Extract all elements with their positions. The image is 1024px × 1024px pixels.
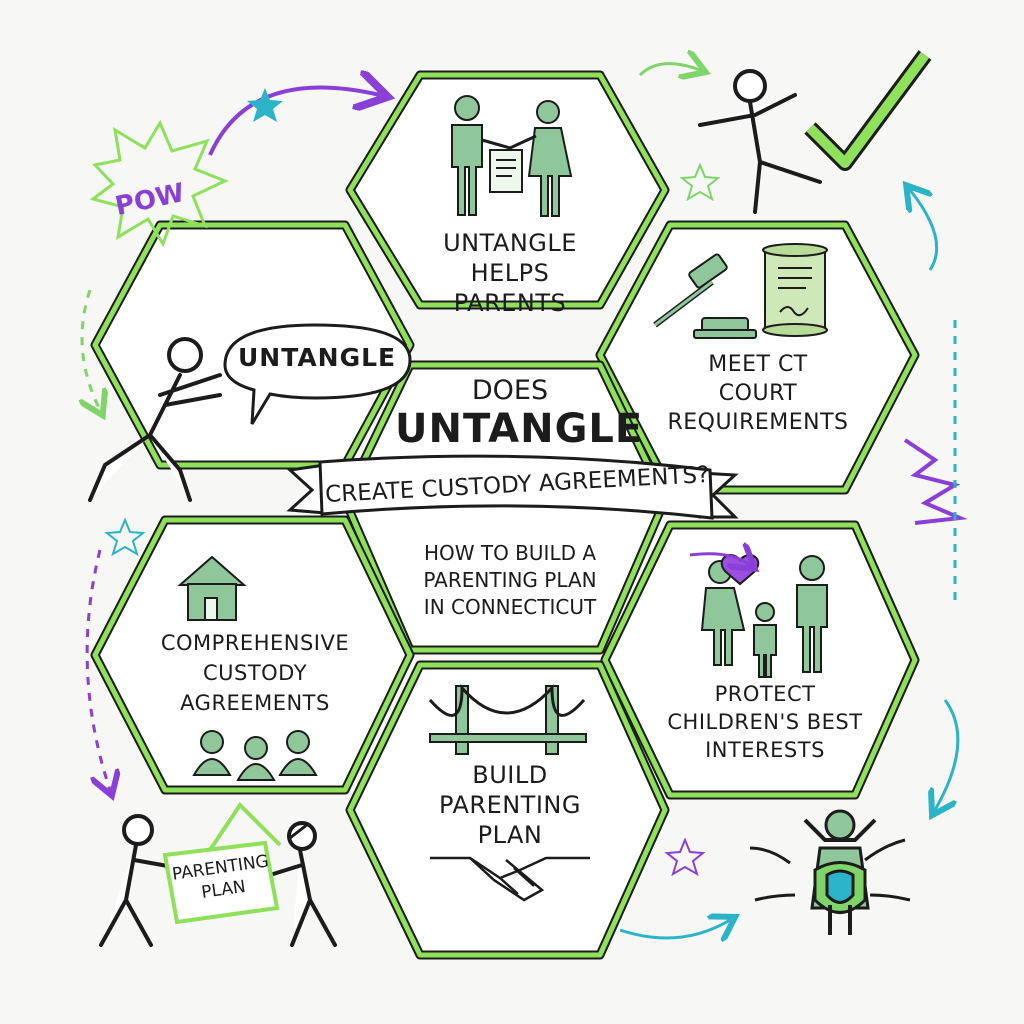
- hex-left-bottom-label: COMPREHENSIVE CUSTODY AGREEMENTS: [130, 628, 380, 718]
- banner-ribbon: [286, 454, 739, 520]
- bridge-icon: [428, 684, 587, 755]
- speech-bubble-label: UNTANGLE: [238, 343, 397, 372]
- parenting-plan-sign: [162, 801, 282, 925]
- carrying-figures: [99, 814, 337, 947]
- house-icon: [177, 555, 247, 621]
- hex-top-line: PARENTS: [453, 289, 567, 317]
- hex-top-line: UNTANGLE: [443, 229, 577, 257]
- hex-right-top-line: REQUIREMENTS: [667, 410, 849, 435]
- pow-burst: [89, 119, 229, 248]
- check-mark-icon: [804, 50, 932, 171]
- hex-right-bottom-line: PROTECT: [714, 682, 816, 706]
- kicking-figure: [698, 69, 822, 214]
- child-with-shield: [803, 809, 877, 935]
- hexagon-left-bottom: [90, 515, 415, 795]
- hex-bottom-line: PLAN: [477, 821, 543, 849]
- gavel-icon: [653, 253, 757, 339]
- hex-bottom-label: BUILD PARENTING PLAN: [410, 760, 610, 850]
- hex-left-bottom-line: COMPREHENSIVE: [160, 631, 350, 655]
- star-icon: [247, 88, 283, 122]
- speech-bubble: [223, 323, 412, 425]
- center-question: DOES UNTANGLE: [395, 375, 644, 452]
- center-untangle: UNTANGLE: [395, 406, 644, 452]
- hex-right-bottom-line: INTERESTS: [705, 738, 825, 762]
- people-group-icon: [192, 730, 318, 781]
- purple-burst: [903, 438, 968, 525]
- subtitle-line: PARENTING PLAN: [423, 568, 597, 592]
- hex-right-bottom-line: CHILDREN'S BEST: [667, 710, 863, 734]
- hex-bottom-line: BUILD: [472, 761, 548, 789]
- hex-top-line: HELPS: [470, 259, 550, 287]
- arrow-to-heart: [689, 554, 750, 565]
- subtitle-line: HOW TO BUILD A: [423, 541, 597, 565]
- hex-right-bottom-label: PROTECT CHILDREN'S BEST INTERESTS: [650, 680, 880, 764]
- hex-top-label: UNTANGLE HELPS PARENTS: [410, 228, 610, 318]
- pushing-figure: [88, 337, 222, 502]
- star-icon: [104, 517, 146, 557]
- handshake-icon: [430, 856, 590, 902]
- parents-icon: [451, 95, 573, 217]
- subtitle-line: IN CONNECTICUT: [423, 595, 597, 619]
- helping-hands: [749, 838, 911, 902]
- arrow-top-left: [208, 88, 380, 156]
- center-does: DOES: [471, 375, 549, 406]
- scroll-icon: [762, 243, 828, 337]
- dashed-left-bottom: [85, 549, 110, 790]
- hex-left-bottom-line: CUSTODY: [202, 661, 308, 685]
- hex-left-bottom-line: AGREEMENTS: [180, 691, 330, 715]
- star-icon: [664, 837, 706, 877]
- hex-right-top-line: COURT: [718, 381, 798, 406]
- center-subtitle: HOW TO BUILD A PARENTING PLAN IN CONNECT…: [395, 540, 625, 621]
- hex-right-top-label: MEET CT COURT REQUIREMENTS: [648, 350, 868, 437]
- arrow-top: [638, 64, 700, 75]
- arrow-bottom: [619, 920, 730, 938]
- hex-right-top-line: MEET CT: [708, 352, 808, 377]
- star-icon: [679, 162, 721, 202]
- arrow-right-down: [935, 699, 960, 810]
- arrow-right-up: [910, 190, 939, 271]
- hex-bottom-line: PARENTING: [439, 791, 581, 819]
